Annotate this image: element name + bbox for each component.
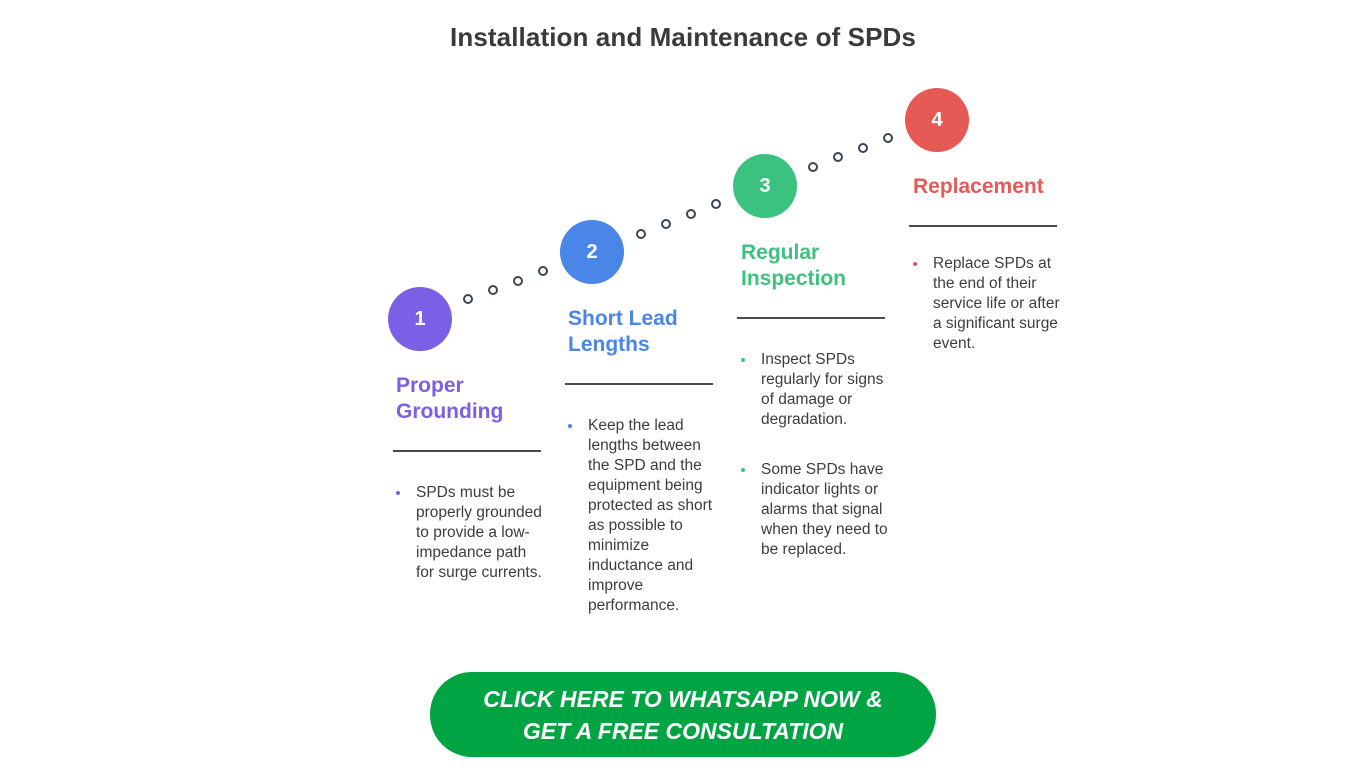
list-item: Replace SPDs at the end of their service… [911,254,1061,354]
step-title-line: Short Lead [568,307,678,330]
connector-dot [711,199,721,209]
connector-dot [808,162,818,172]
connector-dot [538,266,548,276]
step-bullet-list: Replace SPDs at the end of their service… [911,254,1061,384]
step-divider [737,317,885,319]
connector-dot [488,285,498,295]
step-title: Short Lead Lengths [568,306,738,358]
step-number-badge: 1 [388,287,452,351]
bullet-text: Keep the lead lengths between the SPD an… [588,417,713,614]
bullet-dot-icon [741,468,745,472]
connector-dot [463,294,473,304]
bullet-text: Inspect SPDs regularly for signs of dama… [761,351,884,428]
step-title-line: Inspection [741,267,847,290]
cta-line: CLICK HERE TO WHATSAPP NOW & [483,685,883,712]
list-item: Some SPDs have indicator lights or alarm… [739,460,889,560]
step-number-badge: 2 [560,220,624,284]
bullet-dot-icon [396,491,400,495]
step-title: Replacement [913,174,1083,200]
connector-dot [833,152,843,162]
step-number-badge: 4 [905,88,969,152]
connector-dot [636,229,646,239]
step-title: Proper Grounding [396,373,566,425]
step-divider [393,450,541,452]
step-title-line: Grounding [396,400,504,423]
list-item: Keep the lead lengths between the SPD an… [566,416,716,616]
whatsapp-consultation-button[interactable]: CLICK HERE TO WHATSAPP NOW & GET A FREE … [430,672,936,757]
list-item: Inspect SPDs regularly for signs of dama… [739,350,889,430]
connector-dot [858,143,868,153]
step-number-badge: 3 [733,154,797,218]
step-bullet-list: Inspect SPDs regularly for signs of dama… [739,350,889,590]
cta-line: GET A FREE CONSULTATION [522,717,844,744]
connector-dot [661,219,671,229]
bullet-dot-icon [913,262,917,266]
step-title-line: Proper [396,374,464,397]
page-title: Installation and Maintenance of SPDs [450,22,916,52]
step-divider [909,225,1057,227]
step-bullet-list: Keep the lead lengths between the SPD an… [566,416,716,646]
step-bullet-list: SPDs must be properly grounded to provid… [394,483,544,613]
step-title-line: Regular [741,241,820,264]
bullet-dot-icon [568,424,572,428]
bullet-dot-icon [741,358,745,362]
step-divider [565,383,713,385]
list-item: SPDs must be properly grounded to provid… [394,483,544,583]
bullet-text: Replace SPDs at the end of their service… [933,255,1060,352]
step-title: Regular Inspection [741,240,911,292]
bullet-text: Some SPDs have indicator lights or alarm… [761,461,888,558]
step-title-line: Replacement [913,175,1044,198]
connector-dot [883,133,893,143]
connector-dot [686,209,696,219]
connector-dot [513,276,523,286]
bullet-text: SPDs must be properly grounded to provid… [416,484,542,581]
step-title-line: Lengths [568,333,650,356]
